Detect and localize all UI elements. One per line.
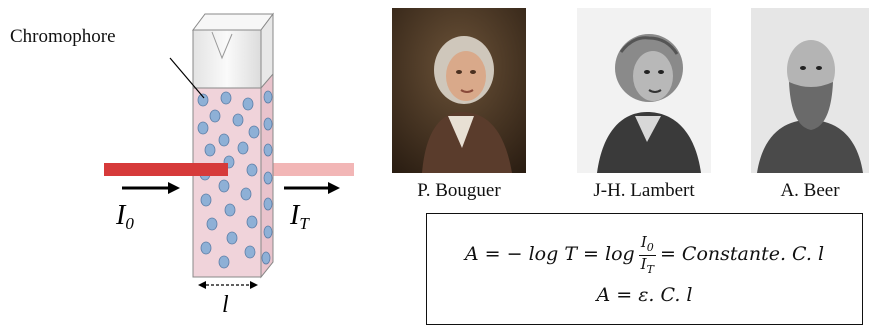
chromophore-molecules (197, 90, 273, 269)
incident-intensity-label: I0 (115, 200, 134, 233)
incident-arrow (122, 182, 180, 194)
transmitted-intensity-label: IT (289, 200, 310, 233)
portrait-beer (751, 8, 869, 173)
portrait-lambert (577, 8, 711, 173)
path-length-arrow (198, 281, 258, 289)
incident-beam (104, 163, 228, 176)
beer-lambert-formula-line2: A = ε. C. l (596, 284, 693, 306)
caption-lambert: J-H. Lambert (593, 180, 695, 201)
chromophore-pointer (169, 57, 205, 99)
transmitted-arrow (284, 182, 340, 194)
caption-beer: A. Beer (780, 180, 840, 201)
beer-lambert-diagram: I0 IT l Chromophore (0, 0, 360, 331)
cuvette-illustration: I0 IT l (104, 12, 354, 318)
caption-bouguer: P. Bouguer (417, 180, 501, 201)
path-length-label: l (222, 292, 229, 318)
portrait-bouguer (392, 8, 526, 173)
transmitted-beam (262, 163, 354, 176)
cuvette (192, 12, 274, 279)
chromophore-label: Chromophore (10, 26, 116, 47)
